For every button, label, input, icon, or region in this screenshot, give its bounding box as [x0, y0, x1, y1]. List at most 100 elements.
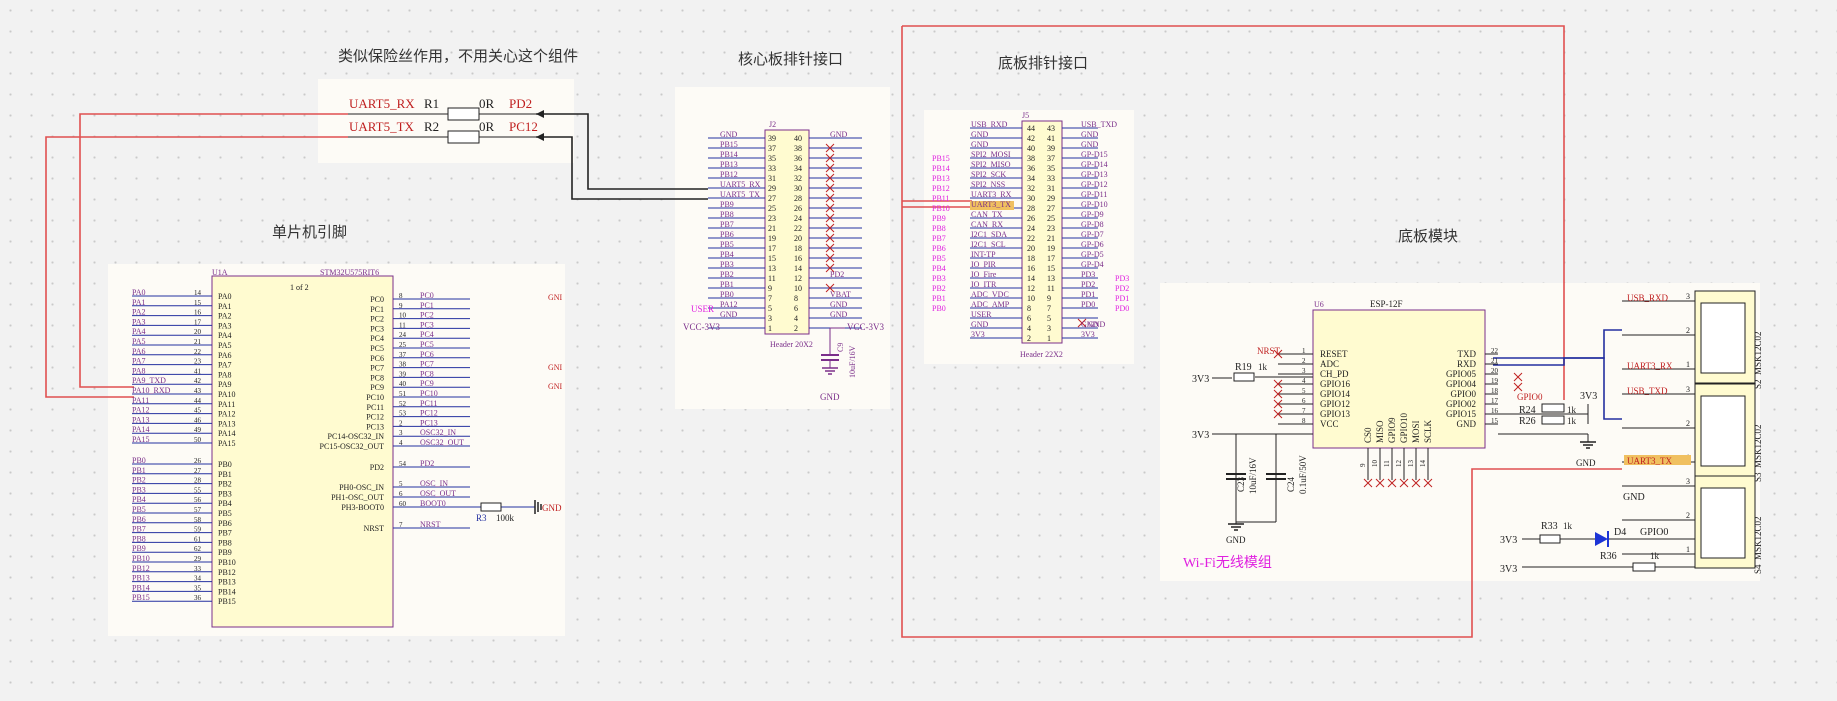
- u1-pin-name: PA2: [218, 312, 232, 321]
- s4-r36-value: 1k: [1650, 551, 1660, 561]
- u6-pin-number: 21: [1491, 357, 1499, 365]
- u1-pb-net: PB10: [132, 554, 150, 563]
- u1-pin-number: 10: [399, 312, 407, 320]
- fuse-arrow: [536, 133, 544, 141]
- u6-pin-number: 5: [1302, 387, 1306, 395]
- u1-right-net: PC6: [420, 350, 434, 359]
- u1-pb-net: PB1: [132, 466, 146, 475]
- u1-pin-name: PC10: [366, 393, 384, 402]
- wire-core-rx: [536, 113, 708, 190]
- u1-pin-name: PC11: [367, 403, 385, 412]
- u1-pin-name: PA10: [218, 390, 236, 399]
- j5-left-label: UART3_RX: [971, 190, 1012, 199]
- j2-no-connect: [825, 223, 835, 233]
- j5-offpage-right: PD2: [1115, 284, 1129, 293]
- j2-right-label: GND: [830, 130, 848, 139]
- fuse-resistor-ref: R1: [424, 96, 439, 111]
- j5-left-label: CAN_RX: [971, 220, 1003, 229]
- j5-offpage-label: PB13: [932, 174, 950, 183]
- j5-pin-number: 42: [1027, 134, 1035, 143]
- u1-pin-number: 2: [399, 419, 403, 427]
- j2-left-label: PB15: [720, 140, 738, 149]
- j2-pin-number: 9: [768, 284, 772, 293]
- j5-pin-number: 37: [1047, 154, 1055, 163]
- u1-pin-name: PB2: [218, 480, 232, 489]
- s4-led-triangle: [1595, 532, 1608, 546]
- u6-pin-number: 14: [1419, 460, 1427, 468]
- j2-no-connect: [825, 213, 835, 223]
- j2-left-label: PB8: [720, 210, 734, 219]
- j2-left-label: GND: [720, 310, 738, 319]
- u1-pin-name: PB4: [218, 499, 232, 508]
- u1-pin-name: PC12: [366, 413, 384, 422]
- u1-pin-name: PB0: [218, 460, 232, 469]
- u1-right-net: OSC32_IN: [420, 428, 456, 437]
- core-header-title: 核心板排针接口: [738, 50, 843, 68]
- j5-highlight: [970, 201, 1014, 210]
- j2-no-connect: [825, 143, 835, 153]
- j2-pin-number: 30: [794, 184, 802, 193]
- j5-right-label: PD1: [1081, 290, 1095, 299]
- j5-offpage-label: PB11: [932, 194, 950, 203]
- u6-pin-number: 15: [1491, 417, 1499, 425]
- j5-right-label: USB_TXD: [1081, 120, 1117, 129]
- j5-pin-number: 31: [1047, 184, 1055, 193]
- u1-pin-number: 14: [194, 289, 202, 297]
- u1-pin-number: 58: [194, 516, 202, 524]
- j5-pin-number: 29: [1047, 194, 1055, 203]
- u1-pb-net: PB5: [132, 505, 146, 514]
- j2-no-connect: [825, 173, 835, 183]
- u1-pin-number: 26: [194, 457, 202, 465]
- switch-part: MSK12C02: [1753, 331, 1763, 375]
- j2-pin-number: 28: [794, 194, 802, 203]
- j5-right-label: GP-D5: [1081, 250, 1104, 259]
- u1-pin-number: 62: [194, 545, 202, 553]
- u6-pin-number: 19: [1491, 377, 1499, 385]
- j2-pin-number: 21: [768, 224, 776, 233]
- j2-footer: Header 20X2: [770, 340, 813, 349]
- u1-pb-net: PB0: [132, 456, 146, 465]
- u1-pin-name: PC1: [370, 305, 384, 314]
- switch-net-label: UART3_TX: [1627, 456, 1672, 466]
- j5-pin-number: 20: [1027, 244, 1035, 253]
- switch-pin-number: 1: [1686, 360, 1690, 369]
- j5-pin-number: 40: [1027, 144, 1035, 153]
- j2-no-connect: [825, 153, 835, 163]
- switch-pin-number: 3: [1686, 477, 1690, 486]
- j2-pin-number: 40: [794, 134, 802, 143]
- u1-pin-number: 29: [194, 555, 202, 563]
- j5-pin-number: 36: [1027, 164, 1035, 173]
- switch-pin-number: 3: [1686, 385, 1690, 394]
- j2-pin-number: 19: [768, 234, 776, 243]
- wire-red-loop: [901, 26, 1622, 638]
- j2-no-connect: [825, 163, 835, 173]
- j5-offpage-label: PB14: [932, 164, 950, 173]
- u1-left-net: PA15: [132, 435, 150, 444]
- j2-left-label: PB13: [720, 160, 738, 169]
- u1-pin-number: 5: [399, 480, 403, 488]
- u1-pin-name: PH0-OSC_IN: [339, 483, 384, 492]
- u1-pb-net: PB3: [132, 485, 146, 494]
- u1-pin-number: 20: [194, 328, 202, 336]
- u1-pin-number: 7: [399, 521, 403, 529]
- u1-pin-name: PC14-OSC32_IN: [328, 432, 385, 441]
- u1-pin-name: PA8: [218, 370, 232, 379]
- wifi-group-label: Wi-Fi无线模组: [1183, 555, 1272, 571]
- u6-pin-name: GPIO14: [1320, 389, 1351, 399]
- u6-pin-number: 20: [1491, 367, 1499, 375]
- j5-pin-number: 30: [1027, 194, 1035, 203]
- j5-pin-number: 5: [1047, 314, 1051, 323]
- j5-pin-number: 17: [1047, 254, 1055, 263]
- j2-pin-number: 13: [768, 264, 776, 273]
- u1-pin-name: PB3: [218, 489, 232, 498]
- j5-offpage-right: PD3: [1115, 274, 1129, 283]
- j5-left-label: UART3_TX: [971, 200, 1011, 209]
- u1-pin-number: 6: [399, 490, 403, 498]
- u6-pin-number: 12: [1395, 460, 1403, 468]
- s4-3v3-label: 3V3: [1500, 564, 1517, 575]
- u1-pin-number: 38: [399, 361, 407, 369]
- j2-left-label: PB9: [720, 200, 734, 209]
- j5-left-label: ADC_VDC: [971, 290, 1009, 299]
- j2-pin-number: 25: [768, 204, 776, 213]
- wire-uart5-tx: [45, 136, 348, 398]
